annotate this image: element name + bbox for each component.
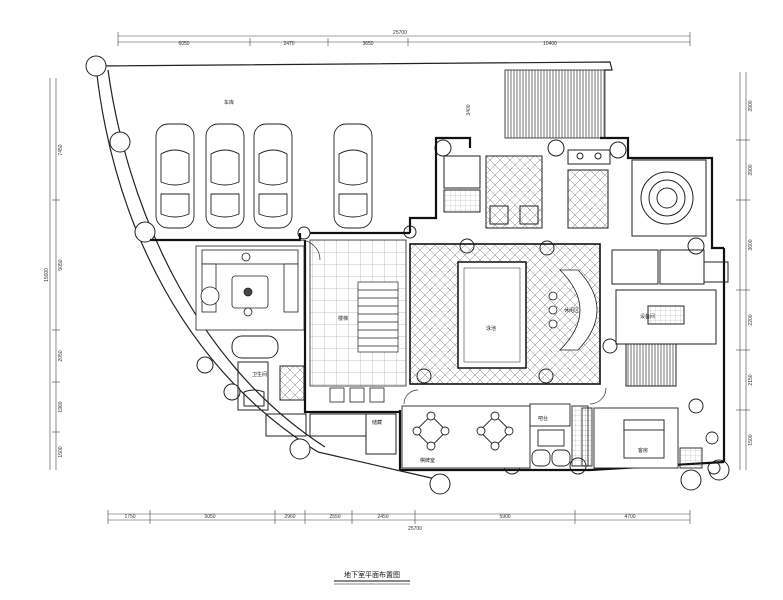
right-dim-6: 1500 — [748, 434, 754, 445]
bottom-dim-3: 2960 — [284, 514, 295, 520]
top-dim-3: 3650 — [362, 41, 373, 47]
stair-hall-label: 楼梯 — [338, 315, 348, 322]
top-right-inner-dim: 3400 — [466, 104, 472, 115]
stairs — [357, 281, 399, 353]
bedroom-furniture — [581, 407, 719, 469]
bedroom-label: 客房 — [638, 447, 648, 454]
pool-basin-inner — [463, 267, 521, 363]
top-dimension — [117, 32, 691, 46]
bottom-dimension — [107, 510, 691, 524]
drawing-title: 地下室平面布置图 — [344, 570, 400, 579]
bar-area — [529, 403, 589, 467]
pool-basin — [457, 261, 527, 369]
right-dim-5: 2150 — [748, 374, 754, 385]
top-dim-2: 2470 — [283, 41, 294, 47]
ramp-hatch — [504, 69, 606, 139]
hall-chairs — [329, 387, 385, 403]
storage-label-left: 储藏 — [372, 419, 382, 426]
bar-label: 吧台 — [538, 415, 548, 422]
top-dim-1: 6050 — [178, 41, 189, 47]
left-dim-2: 5050 — [58, 259, 64, 270]
left-lower-rooms — [231, 335, 397, 455]
right-dim-3: 3600 — [748, 239, 754, 250]
doors — [299, 239, 607, 405]
right-middle-block — [611, 249, 729, 387]
left-dim-4: 1960 — [58, 401, 64, 412]
left-dimension — [49, 78, 60, 470]
pool-label: 泳池 — [486, 325, 496, 332]
right-dim-4: 2200 — [748, 314, 754, 325]
bottom-dim-2: 5050 — [204, 514, 215, 520]
bottom-total-dimension: 25700 — [408, 526, 422, 532]
lounge-seating — [548, 269, 598, 351]
bottom-dim-6: 5900 — [499, 514, 510, 520]
chess-room-label: 棋牌室 — [420, 457, 435, 464]
left-dim-3: 2050 — [58, 350, 64, 361]
site-boundary — [95, 61, 613, 481]
bathroom-label-left: 卫生间 — [252, 371, 267, 378]
garage-label: 车库 — [224, 99, 234, 106]
lounge-label: 休闲区 — [564, 307, 579, 314]
right-dimension — [736, 72, 750, 470]
right-dim-2: 3900 — [748, 164, 754, 175]
left-dim-1: 7450 — [58, 144, 64, 155]
left-dim-5: 1500 — [58, 446, 64, 457]
right-dim-1: 3900 — [748, 100, 754, 111]
spa-rooms — [443, 149, 707, 237]
living-room-furniture — [195, 245, 305, 331]
bottom-dim-5: 2450 — [377, 514, 388, 520]
bottom-dim-7: 4700 — [624, 514, 635, 520]
equipment-label: 设备间 — [640, 313, 655, 320]
garage-cars — [155, 123, 373, 229]
chess-room-tables — [401, 405, 531, 469]
bottom-dim-1: 1750 — [124, 514, 135, 520]
top-dim-4: 10400 — [543, 41, 557, 47]
top-total-dimension: 25700 — [393, 30, 407, 36]
bottom-dim-4: 2550 — [329, 514, 340, 520]
left-total-dimension: 15000 — [44, 268, 50, 282]
